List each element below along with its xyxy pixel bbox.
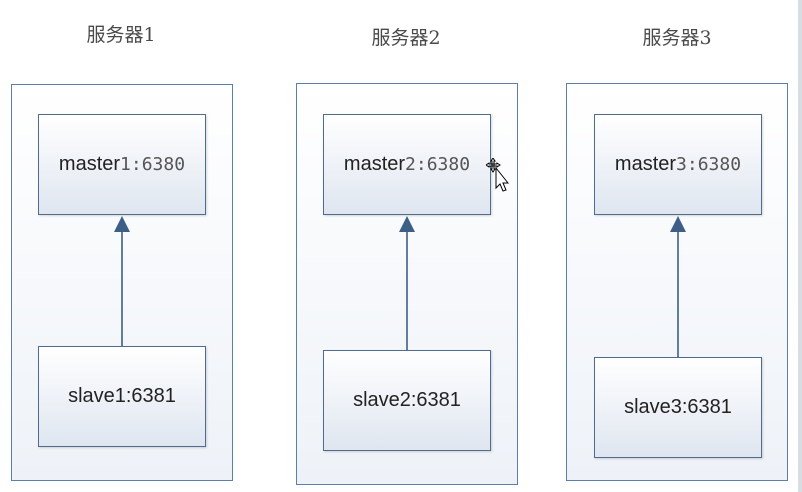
server-3-master-name: master	[614, 153, 677, 175]
server-2-master-port: 2:6380	[405, 154, 471, 175]
window-edge	[798, 0, 802, 492]
move-cursor-icon	[486, 158, 510, 192]
server-1-master-name: master	[58, 153, 121, 175]
server-3-slave-node[interactable]: slave3:6381	[594, 357, 762, 458]
server-1-slave-label: slave1:6381	[68, 385, 176, 407]
server-3-master-port: 3:6380	[676, 154, 742, 175]
server-2-slave-node[interactable]: slave2:6381	[323, 350, 491, 451]
server-3-title: 服务器3	[642, 27, 712, 49]
server-2-master-name: master	[343, 153, 406, 175]
server-1-slave-node[interactable]: slave1:6381	[38, 346, 206, 447]
server-3-slave-label: slave3:6381	[624, 396, 732, 418]
server-2-slave-label: slave2:6381	[353, 389, 461, 411]
server-2-title: 服务器2	[371, 27, 441, 49]
server-1-master-port: 1:6380	[120, 154, 186, 175]
server-1-title: 服务器1	[86, 24, 156, 46]
